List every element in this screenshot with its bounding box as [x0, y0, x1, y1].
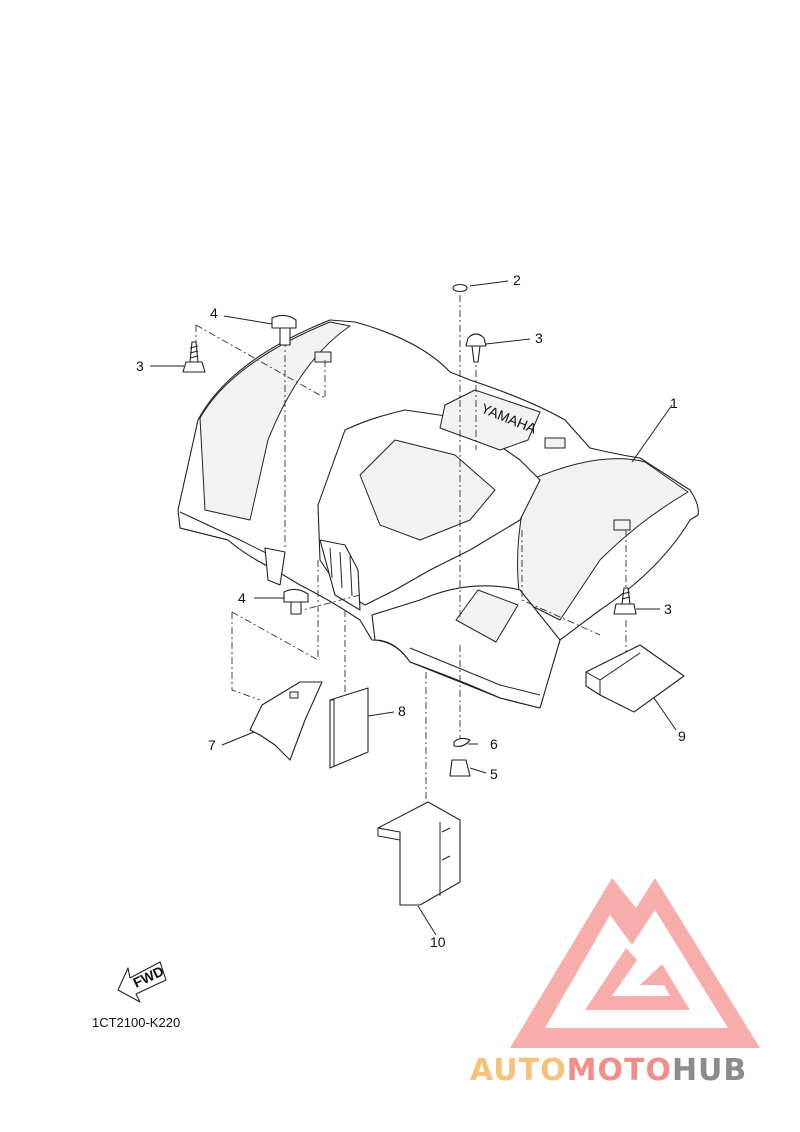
fender-left-wing [199, 321, 351, 521]
callout-2: 2 [513, 272, 521, 288]
grommet-cap [452, 283, 468, 293]
fender-right-wing [517, 458, 689, 621]
callout-10: 10 [430, 934, 446, 950]
fender-plate [455, 589, 519, 643]
bolt-4-bottom [283, 588, 309, 615]
mount-hole-top [544, 437, 566, 449]
callout-9: 9 [678, 728, 686, 744]
emboss-panel [439, 389, 541, 451]
cover-9 [585, 644, 685, 713]
watermark-moto: MOTO [567, 1053, 672, 1088]
install-lines [195, 295, 627, 800]
leader-lines [150, 280, 677, 936]
watermark-hub: HUB [672, 1053, 747, 1088]
fender-edge-band-left [179, 511, 271, 556]
watermark-text: AUTOMOTOHUB [470, 1053, 747, 1088]
mount-hole-left [314, 351, 332, 363]
fender-edge-band-right [409, 647, 541, 699]
mount-hole-right [613, 519, 631, 531]
screw-3-left [182, 341, 206, 373]
callout-1: 1 [670, 395, 678, 411]
logo-triangle [510, 878, 760, 1048]
callout-3-right: 3 [664, 601, 672, 617]
flap-7-hole [289, 691, 299, 699]
bolt-4-top [271, 314, 297, 346]
logo-inner-g [585, 948, 690, 1010]
screw-3-mid [465, 333, 487, 363]
nut-5 [449, 759, 471, 777]
rear-fender: YAMAHA [177, 319, 699, 709]
callout-4-top: 4 [210, 305, 218, 321]
callout-5: 5 [490, 766, 498, 782]
fender-front-lip [371, 585, 561, 709]
callout-7: 7 [208, 737, 216, 753]
fwd-arrow-icon: FWD [117, 961, 167, 1003]
plate-8 [329, 687, 369, 769]
diagram-code: 1CT2100-K220 [92, 1015, 180, 1030]
watermark-logo [510, 878, 760, 1048]
callout-4-bottom: 4 [238, 590, 246, 606]
callout-6: 6 [490, 736, 498, 752]
flap-7 [249, 681, 323, 761]
callout-8: 8 [398, 703, 406, 719]
fender-ribs [329, 547, 353, 597]
clip-6 [453, 737, 471, 747]
screw-3-right [613, 587, 637, 615]
callout-3-left: 3 [136, 358, 144, 374]
fender-tub-floor [359, 439, 496, 541]
callout-3-mid: 3 [535, 330, 543, 346]
guard-10 [377, 801, 461, 906]
watermark-auto: AUTO [470, 1053, 567, 1088]
fender-tab-left [264, 547, 286, 586]
